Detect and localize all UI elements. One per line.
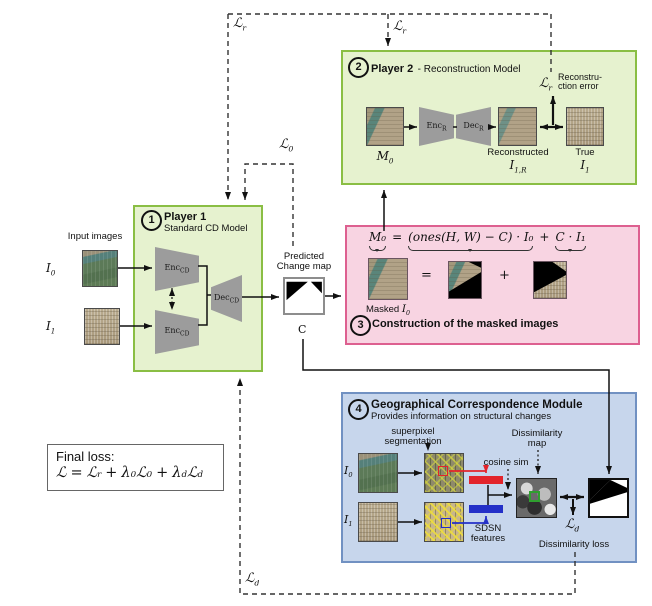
formula-equals: = [392, 230, 403, 244]
player1-number-badge: 1 [141, 210, 162, 231]
loss-lr-player2-label: ℒr [393, 19, 407, 36]
masked-i0-image [368, 258, 408, 300]
blue-superpixel-marker [441, 518, 451, 528]
input-i1-label: I1 [46, 319, 56, 336]
masked-plus-sign: + [499, 268, 510, 283]
player2-m0-image [366, 107, 404, 146]
black-mask-overlay [534, 262, 566, 293]
gcm-title: Geographical Correspondence Module [371, 399, 583, 411]
underbrace [555, 246, 586, 253]
gcm-number-badge: 4 [348, 399, 369, 420]
predicted-change-map [283, 277, 325, 315]
predicted-label-line1: Predicted [283, 251, 325, 262]
gcm-i0-label: I0 [344, 464, 353, 480]
red-superpixel-marker [438, 466, 448, 476]
player2-decoder: DecR [456, 107, 491, 146]
player1-title: Player 1 [164, 211, 207, 223]
loss-l0-label: ℒ0 [279, 137, 294, 154]
cosine-sim-label: cosine sim [483, 457, 529, 468]
player1-subtitle: Standard CD Model [164, 223, 248, 234]
masked-box-title: Construction of the masked images [372, 318, 559, 330]
reconstructed-i1r-label: I1,R [509, 158, 527, 175]
loss-lr-topleft-label: ℒr [233, 16, 247, 33]
true-i1-label: I1 [580, 158, 590, 175]
formula-m0-group: M₀ [368, 230, 387, 253]
reconstructed-image [498, 107, 537, 146]
dissimilarity-loss-label: Dissimilarity loss [538, 539, 610, 550]
true-label: True [575, 147, 595, 158]
masked-equals-sign: = [421, 268, 432, 283]
sdsn-label-line2: features [470, 533, 506, 544]
player2-title-row: Player 2 - Reconstruction Model [371, 59, 520, 77]
player2-number-badge: 2 [348, 57, 369, 78]
predicted-label-line2: Change map [276, 261, 332, 272]
formula-mid-group: (ones(H, W) − C) · I₀ [407, 230, 534, 253]
gcm-i1-image [358, 502, 398, 542]
blue-feature-bar [469, 505, 503, 513]
enc-r-label: EncR [426, 120, 447, 133]
loss-lr-recon-error-label: ℒr [539, 76, 553, 93]
enc-cd-label: EncCD [164, 263, 190, 275]
formula-right-group: C · I₁ [554, 230, 586, 253]
underbrace [408, 246, 534, 253]
masked-term2-image [533, 261, 567, 299]
player2-title: Player 2 [371, 63, 414, 75]
masked-i0-caption: Masked I0 [365, 303, 411, 318]
final-loss-box [47, 444, 224, 491]
player2-encoder: EncR [419, 107, 454, 146]
player2-m0-label: M0 [376, 149, 394, 166]
masked-term1-image [448, 261, 482, 299]
green-match-marker [529, 491, 540, 502]
player1-encoder-bottom: EncCD [155, 310, 199, 354]
input-i0-label: I0 [46, 261, 56, 278]
dec-cd-label: DecCD [213, 292, 240, 305]
masked-formula: M₀ = (ones(H, W) − C) · I₀ + C · I₁ [368, 230, 587, 253]
loss-ld-gcm-label: ℒd [565, 517, 580, 534]
dec-r-label: DecR [463, 120, 484, 133]
gcm-i1-label: I1 [344, 513, 353, 529]
input-i0-image [82, 250, 118, 287]
red-feature-bar [469, 476, 503, 484]
input-images-label: Input images [67, 231, 123, 242]
black-mask-overlay [449, 272, 481, 298]
recon-error-line2: ction error [558, 81, 599, 91]
recon-error-line1: Reconstru- [558, 72, 603, 82]
gcm-i0-image [358, 453, 398, 493]
superpixel-label-line2: segmentation [384, 436, 442, 447]
reconstructed-label: Reconstructed [487, 147, 549, 158]
loss-ld-bottom-label: ℒd [245, 571, 260, 588]
dissim-map-label-line2: map [527, 438, 547, 449]
true-image [566, 107, 604, 146]
enc-cd-label: EncCD [164, 326, 190, 338]
change-map-output-symbol: C [298, 323, 307, 336]
input-i1-image [84, 308, 120, 345]
underbrace [369, 246, 387, 253]
final-loss-heading: Final loss: [56, 449, 115, 464]
gcm-change-map [588, 478, 629, 518]
change-map-pattern [590, 480, 627, 504]
change-map-pattern [286, 281, 322, 301]
player2-subtitle: - Reconstruction Model [417, 64, 521, 75]
masked-box-number-badge: 3 [350, 315, 371, 336]
black-mask-corner [468, 262, 481, 268]
gcm-subtitle: Provides information on structural chang… [371, 411, 552, 422]
formula-plus: + [539, 230, 550, 244]
